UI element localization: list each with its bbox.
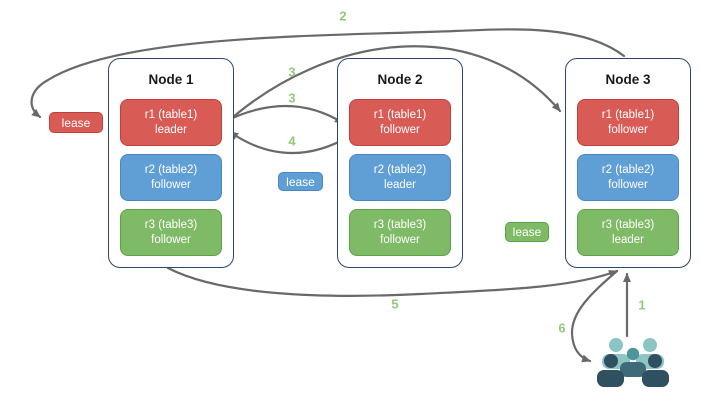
node-1-replica-r3: r3 (table3) follower	[120, 209, 222, 256]
replica-role: follower	[151, 233, 191, 246]
replica-role: follower	[608, 178, 648, 191]
node-3-replica-r3: r3 (table3) leader	[577, 209, 679, 256]
replica-label: r2 (table2)	[373, 163, 427, 176]
node-3-replica-r1: r1 (table1) follower	[577, 99, 679, 146]
node-3: Node 3 r1 (table1) follower r2 (table2) …	[565, 58, 691, 268]
node-3-title: Node 3	[605, 72, 651, 87]
replica-label: r2 (table2)	[601, 163, 655, 176]
node-2-replica-r3: r3 (table3) follower	[349, 209, 451, 256]
replica-role: leader	[384, 178, 416, 191]
step-label-1: 1	[638, 297, 646, 313]
node-1-replica-r1: r1 (table1) leader	[120, 99, 222, 146]
step-label-6: 6	[558, 320, 566, 336]
step-label-2: 2	[339, 8, 347, 24]
replica-label: r1 (table1)	[373, 108, 427, 121]
replica-role: follower	[608, 123, 648, 136]
step-label-4: 4	[288, 133, 296, 149]
lease-badge-red: lease	[49, 112, 103, 133]
node-3-replica-r2: r2 (table2) follower	[577, 154, 679, 201]
node-2-replica-r2: r2 (table2) leader	[349, 154, 451, 201]
replica-label: r3 (table3)	[373, 218, 427, 231]
arrow-step2-node3-to-lease	[30, 28, 626, 119]
replica-role: follower	[151, 178, 191, 191]
replica-label: r1 (table1)	[144, 108, 198, 121]
node-1-replica-r2: r2 (table2) follower	[120, 154, 222, 201]
users-group-icon	[597, 338, 669, 387]
step-label-3b: 3	[288, 90, 296, 106]
node-2: Node 2 r1 (table1) follower r2 (table2) …	[337, 58, 463, 268]
node-2-replica-r1: r1 (table1) follower	[349, 99, 451, 146]
replica-label: r1 (table1)	[601, 108, 655, 121]
replica-role: follower	[380, 123, 420, 136]
step-label-5: 5	[391, 296, 399, 312]
node-2-title: Node 2	[377, 72, 423, 87]
replica-role: leader	[155, 123, 187, 136]
replica-role: leader	[612, 233, 644, 246]
arrow-step3-leader-to-node2	[224, 104, 345, 125]
arrow-step4-node2-to-leader	[228, 130, 352, 155]
replica-label: r3 (table3)	[601, 218, 655, 231]
lease-badge-green: lease	[505, 222, 549, 242]
node-1: Node 1 r1 (table1) leader r2 (table2) fo…	[108, 58, 234, 268]
replica-role: follower	[380, 233, 420, 246]
step-label-3a: 3	[288, 64, 296, 80]
arrow-step6-node3-to-users	[570, 269, 619, 361]
replica-label: r2 (table2)	[144, 163, 198, 176]
node-1-title: Node 1	[148, 72, 194, 87]
lease-badge-blue: lease	[278, 172, 323, 191]
arrow-step3-leader-to-node3	[223, 45, 562, 126]
arrow-step5-node1-to-node3	[166, 266, 619, 297]
replica-label: r3 (table3)	[144, 218, 198, 231]
